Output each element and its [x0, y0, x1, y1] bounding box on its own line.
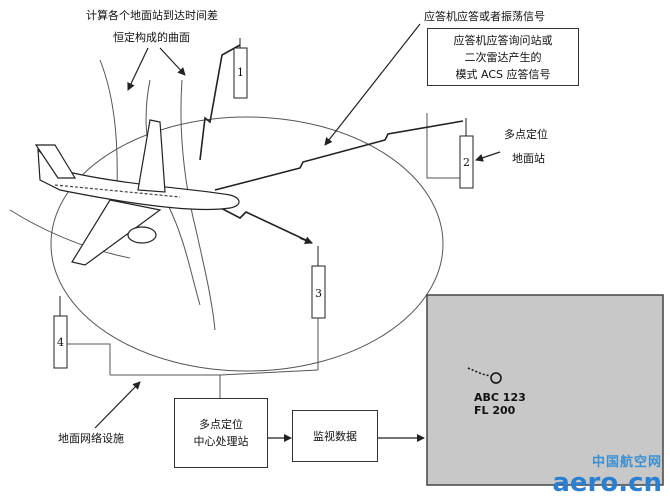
ground-network-pointer	[94, 381, 141, 429]
aircraft	[34, 119, 240, 266]
network-line-merge	[219, 369, 319, 376]
station-2: 2	[459, 118, 474, 189]
signal-to-station-3	[214, 204, 313, 244]
station-1: 1	[233, 38, 248, 99]
transponder-arrow	[324, 23, 421, 146]
tdoa-curve-3	[9, 209, 131, 259]
network-line-4	[67, 343, 111, 375]
tdoa-label-line1: 计算各个地面站到达时间差	[86, 9, 218, 22]
signal-description-box: 应答机应答询问站或 二次雷达产生的 模式 ACS 应答信号	[427, 28, 579, 86]
aircraft-wing-near	[71, 199, 162, 266]
mlat-station-label-line1: 多点定位	[504, 128, 548, 141]
tdoa-label-line2: 恒定构成的曲面	[113, 31, 190, 44]
tdoa-curve-2	[180, 79, 216, 331]
signal-box-line2: 二次雷达产生的	[464, 51, 542, 64]
station-4: 4	[53, 296, 68, 369]
transponder-label: 应答机应答或者振荡信号	[424, 10, 545, 23]
signal-to-station-1	[199, 44, 241, 161]
signal-station-3-arrow	[299, 236, 313, 244]
signal-box-line1: 应答机应答询问站或	[453, 34, 553, 47]
center-label-line1: 多点定位	[199, 418, 243, 431]
ground-network-label: 地面网络设施	[58, 432, 124, 445]
network-line-center	[110, 374, 221, 398]
aircraft-wing-far	[137, 119, 166, 193]
station-1-number: 1	[237, 66, 244, 79]
station-4-number: 4	[57, 336, 64, 349]
center-label-line2: 中心处理站	[193, 435, 249, 448]
watermark-logo: 中国航空网 aero.cn	[552, 451, 662, 496]
aircraft-tail	[34, 144, 77, 179]
surveillance-data-box: 监视数据	[292, 410, 378, 462]
tdoa-arrow-left	[127, 47, 149, 91]
aircraft-fuselage	[37, 148, 240, 211]
surveillance-label: 监视数据	[313, 430, 357, 443]
target-flight-level: FL 200	[474, 404, 516, 417]
station-3-number: 3	[315, 287, 322, 300]
coverage-ellipse	[50, 116, 444, 372]
watermark-en: aero.cn	[552, 468, 662, 498]
station-2-pointer	[475, 151, 501, 162]
signal-box-connector	[426, 113, 463, 179]
display-screen	[426, 294, 664, 486]
tdoa-arrow-right	[159, 47, 186, 76]
target-trail	[467, 367, 491, 377]
station-3: 3	[311, 246, 326, 319]
center-processing-box: 多点定位 中心处理站	[174, 398, 268, 468]
aircraft-engine	[127, 226, 157, 244]
mlat-station-label-line2: 地面站	[512, 152, 545, 165]
signal-to-station-2	[214, 120, 464, 191]
target-callsign: ABC 123	[474, 391, 526, 404]
station-2-number: 2	[463, 156, 470, 169]
signal-box-line3: 模式 ACS 应答信号	[455, 68, 551, 81]
watermark-cn: 中国航空网	[591, 455, 662, 470]
target-blip	[490, 372, 502, 384]
